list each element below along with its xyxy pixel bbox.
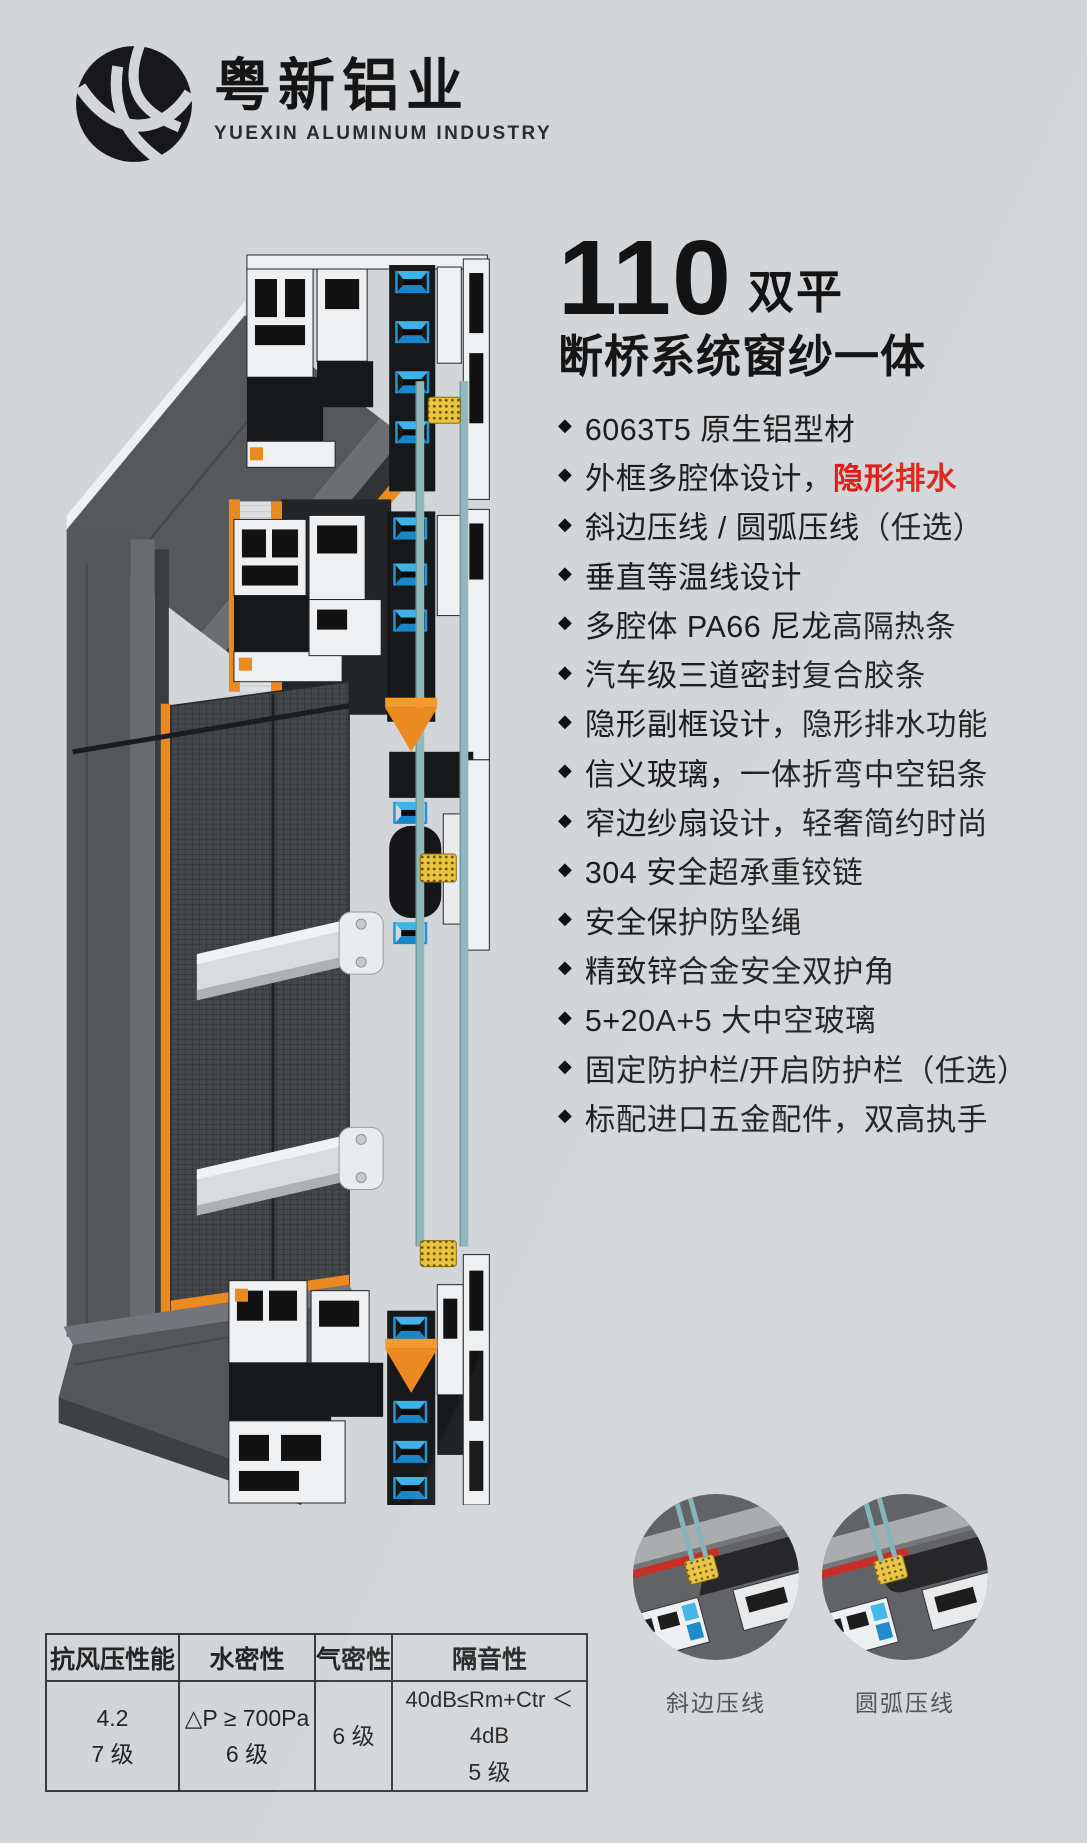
feature-item: ◆ 标配进口五金配件，双高执手 <box>558 1092 1087 1141</box>
feature-text: 窄边纱扇设计，轻奢简约时尚 <box>584 807 988 842</box>
feature-item: ◆ 5+20A+5 大中空玻璃 <box>558 994 1087 1043</box>
diamond-bullet-icon: ◆ <box>558 957 572 978</box>
feature-text: 信义玻璃，一体折弯中空铝条 <box>584 757 988 792</box>
feature-item: ◆ 汽车级三道密封复合胶条 <box>558 648 1087 697</box>
drainage-funnels <box>385 697 438 1393</box>
bevel-pressline-image <box>633 1494 799 1660</box>
diamond-bullet-icon: ◆ <box>558 612 572 633</box>
logo: 粤新铝业 YUEXIN ALUMINUM INDUSTRY <box>72 42 552 166</box>
feature-item: ◆ 信义玻璃，一体折弯中空铝条 <box>558 747 1087 796</box>
sound-grade: 5 级 <box>468 1759 511 1785</box>
air-grade: 6 级 <box>332 1723 375 1749</box>
water-value: △P ≥ 700Pa <box>184 1705 310 1731</box>
arc-pressline-image <box>822 1494 988 1660</box>
cell-air-tightness: 6 级 <box>314 1680 393 1792</box>
feature-text: 垂直等温线设计 <box>584 560 802 595</box>
feature-item: ◆ 固定防护栏/开启防护栏（任选） <box>558 1043 1087 1092</box>
feature-item: ◆ 垂直等温线设计 <box>558 550 1087 599</box>
diamond-bullet-icon: ◆ <box>558 809 572 830</box>
wind-value: 4.2 <box>96 1705 129 1731</box>
feature-text: 安全保护防坠绳 <box>584 905 802 940</box>
product-model-suffix: 双平 <box>748 265 845 318</box>
product-title: 110 双平 <box>558 219 845 337</box>
diamond-bullet-icon: ◆ <box>558 1105 572 1126</box>
diamond-bullet-icon: ◆ <box>558 415 572 436</box>
cell-water-tightness: △P ≥ 700Pa 6 级 <box>178 1680 316 1792</box>
feature-item: ◆ 6063T5 原生铝型材 <box>558 402 1087 451</box>
feature-item: ◆ 斜边压线 / 圆弧压线（任选） <box>558 501 1087 550</box>
diamond-bullet-icon: ◆ <box>558 661 572 682</box>
water-grade: 6 级 <box>225 1741 269 1767</box>
feature-text: 外框多腔体设计， <box>584 461 833 496</box>
diamond-bullet-icon: ◆ <box>558 1056 572 1076</box>
performance-table: 抗风压性能 水密性 气密性 隔音性 4.2 7 级 △P ≥ 700Pa 6 级… <box>45 1633 588 1792</box>
feature-item: ◆ 精致锌合金安全双护角 <box>558 944 1087 993</box>
diamond-bullet-icon: ◆ <box>558 1006 572 1027</box>
table-header-row: 抗风压性能 水密性 气密性 隔音性 <box>45 1633 588 1682</box>
wind-grade: 7 级 <box>91 1741 134 1767</box>
glass-panes <box>415 381 469 1247</box>
brand-name-en: YUEXIN ALUMINUM INDUSTRY <box>214 123 553 144</box>
feature-item: ◆ 安全保护防坠绳 <box>558 895 1087 944</box>
brand-name-cn: 粤新铝业 <box>214 54 470 118</box>
diamond-bullet-icon: ◆ <box>558 760 572 781</box>
yuexin-logo-icon <box>74 42 196 165</box>
feature-text: 6063T5 原生铝型材 <box>584 412 856 447</box>
feature-item: ◆ 窄边纱扇设计，轻奢简约时尚 <box>558 796 1087 845</box>
product-model: 110 <box>558 219 733 337</box>
header-sound-insulation: 隔音性 <box>391 1633 588 1682</box>
header-air-tightness: 气密性 <box>314 1633 393 1682</box>
feature-list: ◆ 6063T5 原生铝型材 ◆ 外框多腔体设计，隐形排水 ◆ 斜边压线 / 圆弧压线（任… <box>558 402 1087 1141</box>
feature-item: ◆ 隐形副框设计，隐形排水功能 <box>558 698 1087 747</box>
cell-wind-pressure: 4.2 7 级 <box>45 1680 180 1792</box>
window-profile-3d-render <box>58 254 490 1505</box>
table-value-row: 4.2 7 级 △P ≥ 700Pa 6 级 6 级 40dB≤Rm+Ctr ＜… <box>45 1680 588 1792</box>
spacer-blocks <box>419 396 461 1268</box>
feature-text: 精致锌合金安全双护角 <box>584 954 895 989</box>
feature-text: 斜边压线 / 圆弧压线（任选） <box>584 511 984 546</box>
header-wind-pressure: 抗风压性能 <box>45 1633 180 1682</box>
feature-highlight: 隐形排水 <box>832 461 957 496</box>
feature-text: 固定防护栏/开启防护栏（任选） <box>584 1053 1028 1088</box>
detail-arc-pressline: 圆弧压线 <box>822 1494 988 1718</box>
product-subtitle: 断桥系统窗纱一体 <box>558 331 927 382</box>
sill-profile-cut <box>228 1254 490 1505</box>
header-water-tightness: 水密性 <box>178 1633 316 1682</box>
handle-bars <box>196 911 384 1216</box>
feature-item: ◆ 多腔体 PA66 尼龙高隔热条 <box>558 599 1087 648</box>
detail-bevel-pressline: 斜边压线 <box>633 1494 799 1718</box>
diamond-bullet-icon: ◆ <box>558 908 572 929</box>
cell-sound-insulation: 40dB≤Rm+Ctr ＜ 4dB 5 级 <box>391 1680 588 1792</box>
feature-text: 汽车级三道密封复合胶条 <box>584 659 926 694</box>
frame-jamb <box>66 529 169 1341</box>
diamond-bullet-icon: ◆ <box>558 563 572 584</box>
diamond-bullet-icon: ◆ <box>558 858 572 879</box>
arc-pressline-label: 圆弧压线 <box>855 1690 955 1716</box>
feature-text: 多腔体 PA66 尼龙高隔热条 <box>584 609 957 644</box>
feature-text: 隐形副框设计，隐形排水功能 <box>584 708 988 743</box>
bevel-pressline-label: 斜边压线 <box>666 1690 766 1716</box>
diamond-bullet-icon: ◆ <box>558 513 572 534</box>
feature-item: ◆ 外框多腔体设计，隐形排水 <box>558 451 1087 500</box>
feature-item: ◆ 304 安全超承重铰链 <box>558 846 1087 895</box>
sound-value: 40dB≤Rm+Ctr ＜ 4dB <box>405 1687 574 1748</box>
diamond-bullet-icon: ◆ <box>558 710 572 731</box>
feature-text: 304 安全超承重铰链 <box>584 856 864 891</box>
transom-profile-cut <box>233 508 490 951</box>
feature-text: 5+20A+5 大中空玻璃 <box>584 1004 877 1039</box>
feature-text: 标配进口五金配件，双高执手 <box>584 1102 988 1137</box>
head-profile-cut <box>246 254 490 500</box>
diamond-bullet-icon: ◆ <box>558 464 572 485</box>
